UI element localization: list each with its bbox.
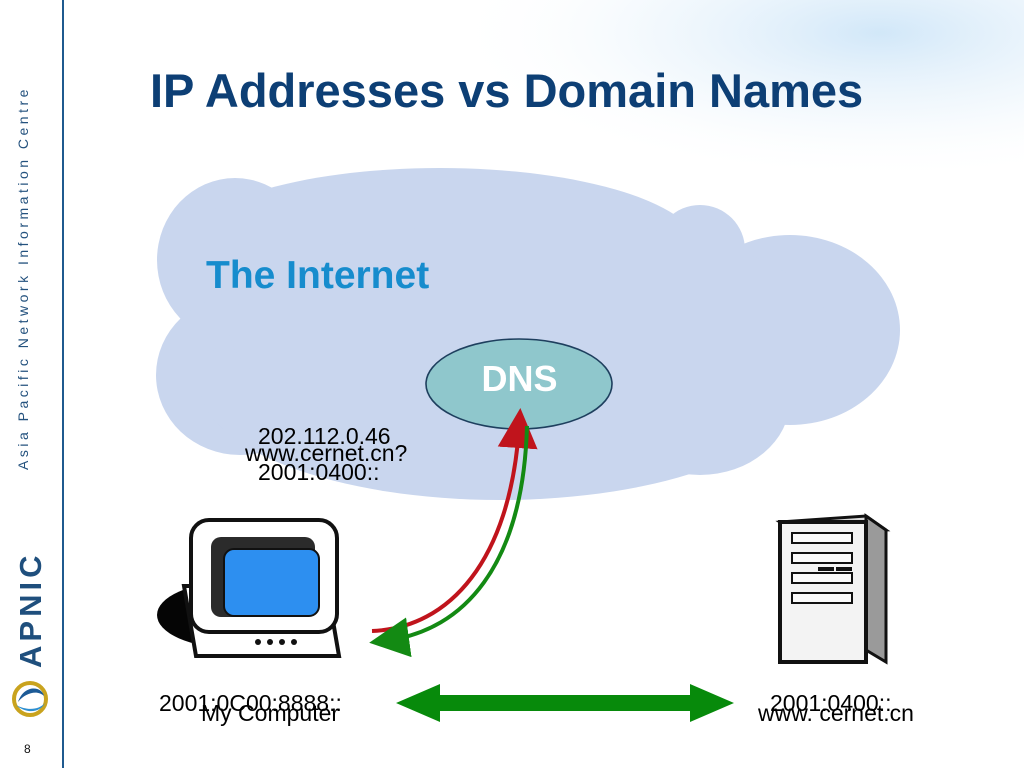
dns-label: DNS [481, 358, 558, 399]
apnic-emblem-icon [12, 681, 48, 717]
client-name: My Computer [201, 700, 340, 726]
server-address: 2001:0400:: [770, 690, 892, 716]
cloud-label: The Internet [206, 254, 430, 297]
page-number: 8 [24, 742, 31, 756]
dns-reply-arrow [369, 425, 529, 658]
dns-reply-ipv4: 202.112.0.46 [258, 423, 391, 449]
bidirectional-link-arrow [396, 684, 734, 722]
slide-title: IP Addresses vs Domain Names [150, 64, 864, 117]
server-name: www. cernet.cn [758, 700, 914, 726]
dns-query-text: www.cernet.cn? [245, 440, 408, 466]
client-address: 2001:0C00:8888:: [159, 690, 342, 716]
web-server-icon [775, 513, 891, 665]
sidebar: Asia Pacific Network Information Centre … [0, 0, 64, 768]
dns-reply-ipv6: 2001:0400:: [258, 459, 380, 485]
computer-icon [157, 518, 342, 658]
